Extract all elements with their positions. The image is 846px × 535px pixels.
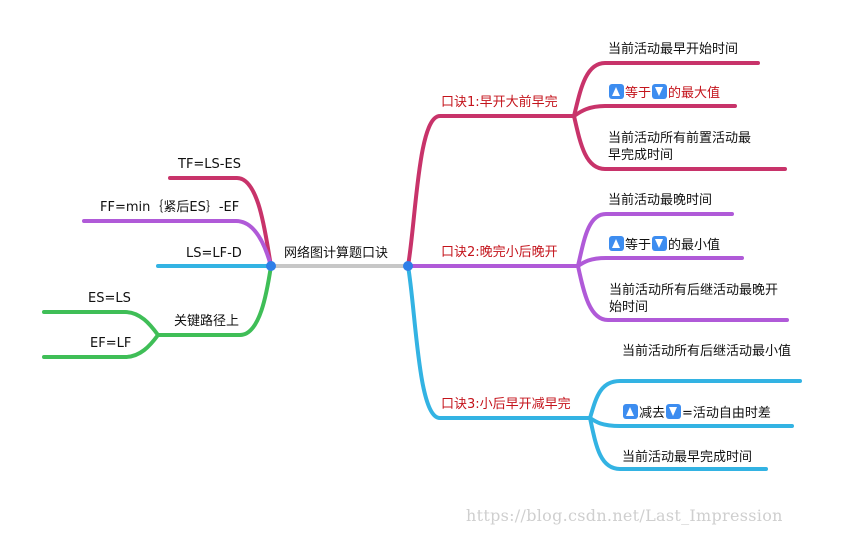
ls-formula[interactable]: LS=LF-D [186,246,242,261]
m1-item2[interactable]: 等于 的最大值 [608,84,720,102]
branch-mnemonic1 [406,114,576,268]
m1-item2-tail-text: 的最大值 [668,86,721,101]
mnemonic2-label[interactable]: 口诀2:晚完小后晚开 [441,245,558,260]
tf-formula[interactable]: TF=LS-ES [178,157,241,172]
m1-item3[interactable]: 当前活动所有前置活动最早完成时间 [608,131,752,163]
watermark-url: https://blog.csdn.net/Last_Impression [466,506,783,525]
m1-item2-equals-text: 等于 [625,86,652,101]
branch-m1-item2 [572,104,737,118]
center-topic[interactable]: 网络图计算题口诀 [284,246,389,261]
m2-item1[interactable]: 当前活动最晚时间 [608,193,713,208]
m2-item3[interactable]: 当前活动所有后继活动最晚开始时间 [609,283,779,315]
mnemonic1-label[interactable]: 口诀1:早开大前早完 [441,95,558,110]
up-arrow-icon [623,404,638,419]
branch-m1-item1 [572,61,760,118]
down-arrow-icon [652,236,668,251]
center-right-node-dot [403,261,413,271]
m3-item3[interactable]: 当前活动最早完成时间 [622,450,753,465]
m3-item1[interactable]: 当前活动所有后继活动最小值 [622,344,792,359]
branch-m3-item1 [588,379,802,420]
down-arrow-icon [652,84,668,99]
branch-m3-item3 [588,416,768,471]
ff-formula[interactable]: FF=min｛紧后ES｝-EF [100,200,240,215]
branch-m1-item3 [572,114,787,171]
ef-formula[interactable]: EF=LF [90,336,132,351]
branch-ff [82,219,273,268]
m3-item2-tail-text: =活动自由时差 [682,406,771,421]
branch-mnemonic3 [406,264,592,420]
m1-item1[interactable]: 当前活动最早开始时间 [608,42,739,57]
m2-item2[interactable]: 等于 的最小值 [608,236,720,254]
mnemonic3-label[interactable]: 口诀3:小后早开减早完 [441,397,571,412]
down-arrow-icon [666,404,682,419]
branch-m2-item1 [576,212,734,268]
branch-m2-item3 [576,264,789,322]
m2-item2-equals-text: 等于 [625,238,652,253]
branch-m2-item2 [576,256,744,268]
branch-ef [42,333,160,359]
branch-es [42,310,160,337]
branch-critical [156,264,273,337]
up-arrow-icon [609,84,624,99]
m3-item2[interactable]: 减去 =活动自由时差 [622,404,771,422]
center-left-node-dot [266,261,276,271]
critical-path-label[interactable]: 关键路径上 [174,314,240,329]
es-formula[interactable]: ES=LS [88,291,131,306]
m3-item2-minus-text: 减去 [639,406,666,421]
up-arrow-icon [609,236,624,251]
m2-item2-tail-text: 的最小值 [668,238,721,253]
